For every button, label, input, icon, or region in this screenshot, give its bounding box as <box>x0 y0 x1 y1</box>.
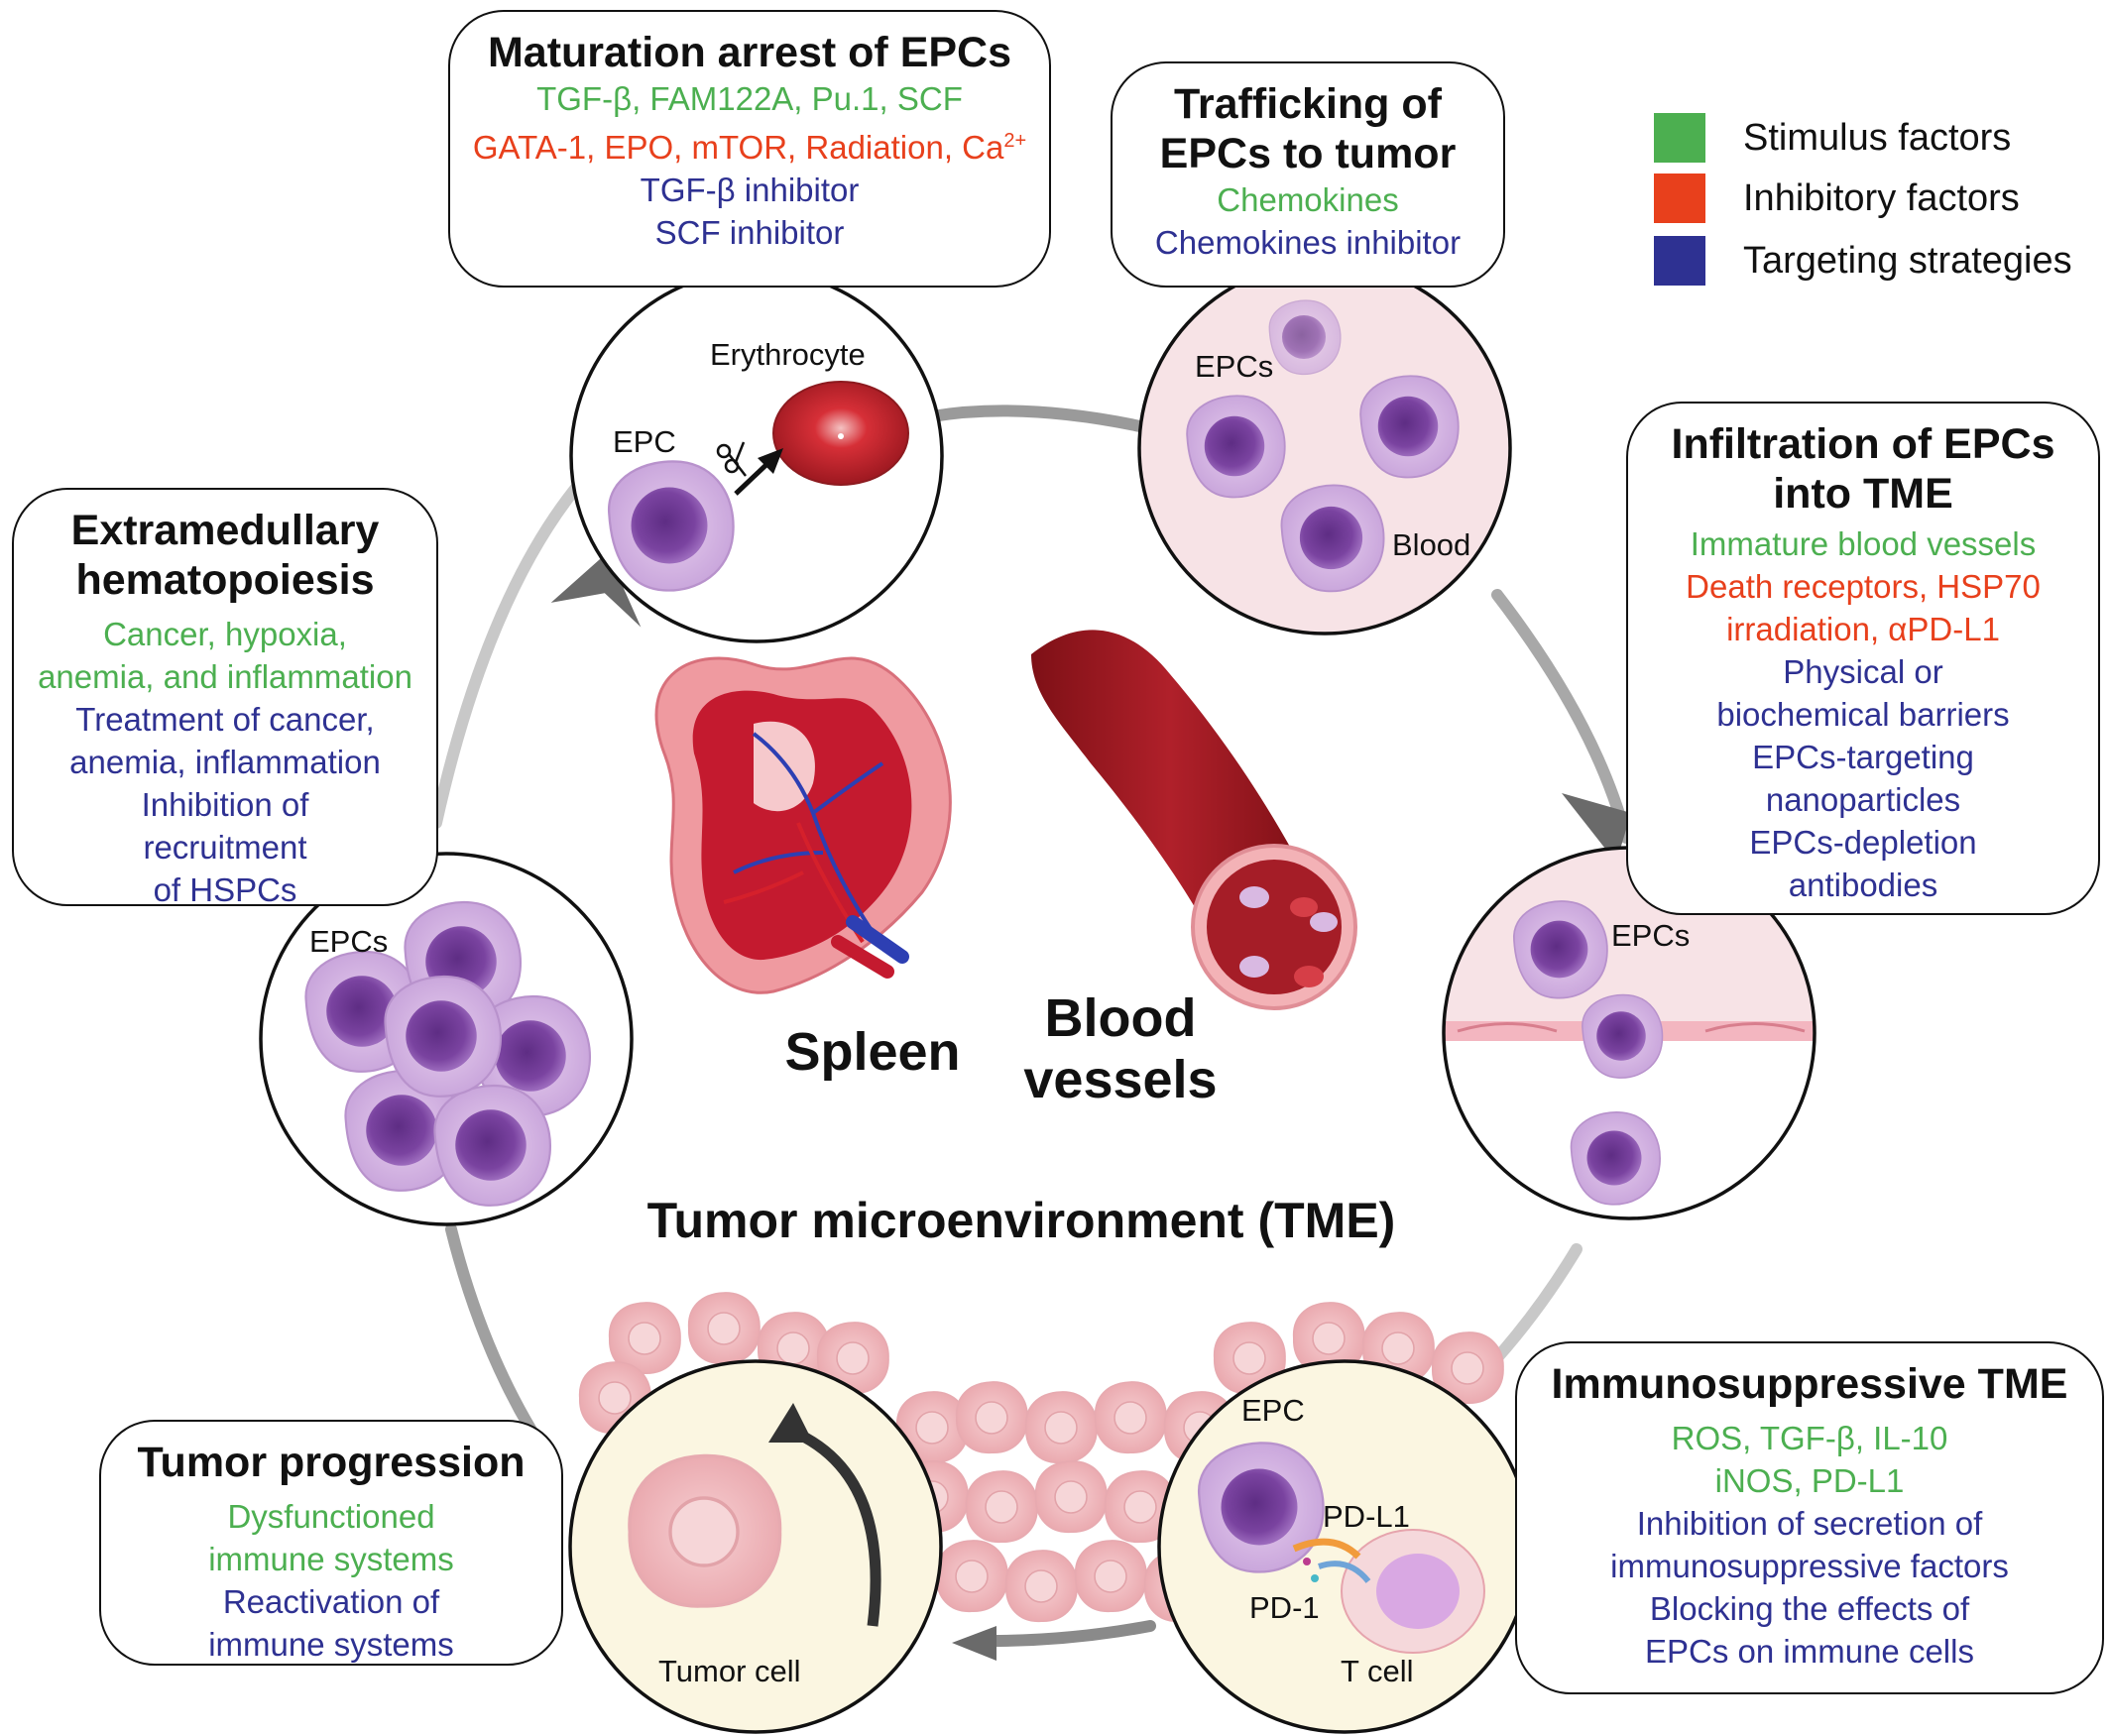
progression-title: Tumor progression <box>137 1439 526 1486</box>
label-tme: Tumor microenvironment (TME) <box>646 1193 1396 1248</box>
label-erythrocyte: Erythrocyte <box>710 337 866 372</box>
box-infiltration: Infiltration of EPCs into TME Immature b… <box>1626 402 2100 915</box>
label-epc: EPC <box>613 424 676 459</box>
trafficking-target: Chemokines inhibitor <box>1154 224 1462 261</box>
maturation-inhibitory-sup: 2+ <box>1003 130 1027 152</box>
progression-stimulus-2: immune systems <box>208 1541 454 1577</box>
immunosuppressive-target-2: immunosuppressive factors <box>1610 1548 2009 1584</box>
infiltration-target-2: biochemical barriers <box>1716 696 2010 733</box>
extramedullary-target-3: Inhibition of <box>141 786 309 823</box>
label-pdl1: PD-L1 <box>1323 1499 1410 1534</box>
label-blood-vessels: Blood vessels <box>1021 987 1220 1110</box>
box-tumor-progression: Tumor progression Dysfunctioned immune s… <box>99 1420 563 1666</box>
inhibitory-swatch <box>1654 174 1705 223</box>
infiltration-target-4: nanoparticles <box>1765 781 1961 818</box>
circle-tumor-progression <box>568 1359 943 1734</box>
trafficking-stimulus: Chemokines <box>1217 181 1399 218</box>
infiltration-target-5: EPCs-depletion <box>1749 824 1977 861</box>
immunosuppressive-target-1: Inhibition of secretion of <box>1636 1505 1983 1542</box>
infiltration-target-1: Physical or <box>1783 653 1943 690</box>
label-epcs-blood: EPCs <box>1195 349 1274 384</box>
box-immunosuppressive: Immunosuppressive TME ROS, TGF-β, IL-10 … <box>1515 1341 2104 1694</box>
circle-extramedullary <box>259 852 634 1226</box>
infiltration-title-2: into TME <box>1773 470 1953 518</box>
label-epcs-infiltration: EPCs <box>1611 918 1691 953</box>
targeting-swatch <box>1654 236 1705 286</box>
infiltration-target-3: EPCs-targeting <box>1752 739 1974 775</box>
spleen-illustration <box>654 656 952 994</box>
extramedullary-title-2: hematopoiesis <box>75 556 375 604</box>
infiltration-target-6: antibodies <box>1788 867 1938 903</box>
circle-immunosuppressive <box>1157 1359 1532 1734</box>
immunosuppressive-target-4: EPCs on immune cells <box>1645 1633 1974 1670</box>
legend-inhibitory: Inhibitory factors <box>1654 174 2020 223</box>
label-blood: Blood <box>1392 527 1471 562</box>
infiltration-title-1: Infiltration of EPCs <box>1671 420 2055 468</box>
box-extramedullary: Extramedullary hematopoiesis Cancer, hyp… <box>12 488 438 908</box>
label-tcell: T cell <box>1341 1654 1414 1688</box>
legend-targeting-label: Targeting strategies <box>1743 239 2072 282</box>
legend-inhibitory-label: Inhibitory factors <box>1743 176 2020 219</box>
label-blood-vessels-2: vessels <box>1023 1050 1218 1109</box>
trafficking-title-2: EPCs to tumor <box>1159 130 1457 177</box>
extramedullary-stimulus-1: Cancer, hypoxia, <box>103 616 347 652</box>
maturation-stimulus: TGF-β, FAM122A, Pu.1, SCF <box>536 80 963 117</box>
label-blood-vessels-1: Blood <box>1044 988 1197 1048</box>
maturation-target-1: TGF-β inhibitor <box>640 172 860 208</box>
immunosuppressive-target-3: Blocking the effects of <box>1649 1590 1970 1627</box>
circle-trafficking <box>1137 261 1512 636</box>
extramedullary-title-1: Extramedullary <box>70 507 380 554</box>
maturation-inhibitory: GATA-1, EPO, mTOR, Radiation, Ca2+ <box>450 120 1049 169</box>
extramedullary-target-2: anemia, inflammation <box>69 744 381 780</box>
extramedullary-target-1: Treatment of cancer, <box>75 701 375 738</box>
extramedullary-stimulus-2: anemia, and inflammation <box>38 658 412 695</box>
maturation-inhibitory-text: GATA-1, EPO, mTOR, Radiation, Ca <box>472 129 1004 166</box>
label-tumor-cell: Tumor cell <box>658 1654 801 1688</box>
legend-targeting: Targeting strategies <box>1654 236 2072 286</box>
label-epcs-cluster: EPCs <box>309 924 389 959</box>
label-epc-immune: EPC <box>1241 1393 1305 1428</box>
maturation-target-2: SCF inhibitor <box>654 214 845 251</box>
cycle-arrowheads <box>550 552 1631 1661</box>
immunosuppressive-title: Immunosuppressive TME <box>1551 1360 2068 1408</box>
progression-stimulus-1: Dysfunctioned <box>227 1498 435 1535</box>
extramedullary-target-5: of HSPCs <box>153 871 297 908</box>
infiltration-inhibitory-1: Death receptors, HSP70 <box>1686 568 2041 605</box>
legend-stimulus-label: Stimulus factors <box>1743 116 2012 159</box>
label-pd1: PD-1 <box>1249 1590 1320 1625</box>
label-spleen: Spleen <box>784 1022 961 1082</box>
blood-vessel-illustration <box>1031 630 1357 1010</box>
extramedullary-target-4: recruitment <box>143 829 307 866</box>
progression-target-1: Reactivation of <box>222 1583 440 1620</box>
maturation-title: Maturation arrest of EPCs <box>487 29 1012 76</box>
box-maturation: Maturation arrest of EPCs TGF-β, FAM122A… <box>448 10 1051 288</box>
infiltration-inhibitory-2: irradiation, αPD-L1 <box>1726 611 2000 647</box>
immunosuppressive-stimulus-2: iNOS, PD-L1 <box>1714 1462 1905 1499</box>
immunosuppressive-stimulus-1: ROS, TGF-β, IL-10 <box>1671 1420 1948 1456</box>
legend-stimulus: Stimulus factors <box>1654 113 2011 163</box>
trafficking-title-1: Trafficking of <box>1174 80 1442 128</box>
infiltration-stimulus: Immature blood vessels <box>1690 525 2037 562</box>
box-trafficking: Trafficking of EPCs to tumor Chemokines … <box>1111 61 1505 288</box>
progression-target-2: immune systems <box>208 1626 454 1663</box>
stimulus-swatch <box>1654 113 1705 163</box>
